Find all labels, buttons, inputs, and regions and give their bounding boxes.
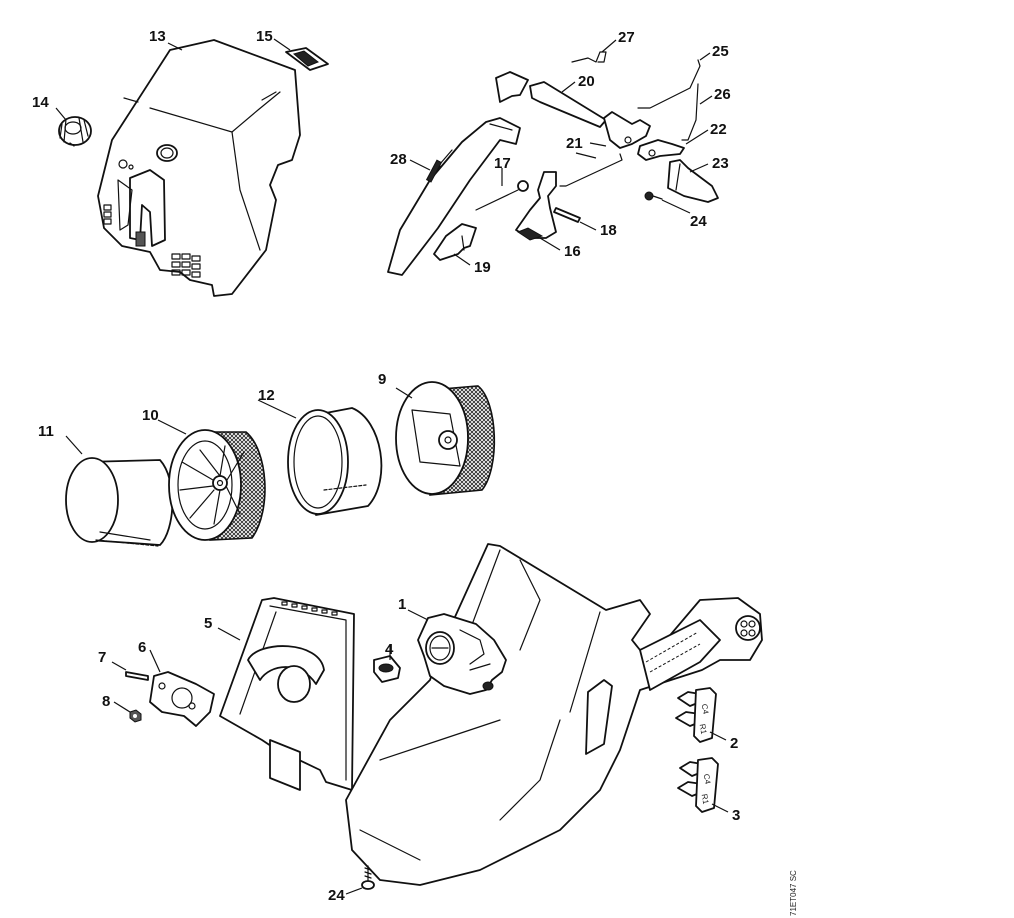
label-17[interactable]: 17: [494, 155, 511, 172]
part-12-filter-sleeve[interactable]: [287, 407, 383, 516]
part-3-bracket[interactable]: C4 R1: [677, 757, 719, 813]
label-13[interactable]: 13: [149, 28, 166, 45]
label-9[interactable]: 9: [378, 371, 386, 388]
label-15[interactable]: 15: [256, 28, 273, 45]
part-11-filter-sleeve[interactable]: [65, 457, 174, 547]
part-27-lever[interactable]: [571, 51, 607, 63]
label-19[interactable]: 19: [474, 259, 491, 276]
label-26[interactable]: 26: [714, 86, 731, 103]
part-8-nut[interactable]: [129, 709, 142, 723]
label-10[interactable]: 10: [142, 407, 159, 424]
part-14-twist-lock[interactable]: [58, 116, 92, 147]
part-19-interlock-lever[interactable]: [433, 223, 477, 261]
part-7-spring-pin[interactable]: [125, 671, 149, 681]
part-9-air-filter[interactable]: [395, 381, 496, 496]
part-26-rod[interactable]: [681, 83, 699, 141]
label-6[interactable]: 6: [138, 639, 146, 656]
label-4[interactable]: 4: [385, 641, 394, 658]
part-10-air-filter[interactable]: [168, 429, 266, 541]
label-28[interactable]: 28: [390, 151, 407, 168]
drawing-code: 71ET047 SC: [789, 870, 798, 916]
part-22-lever[interactable]: [637, 139, 685, 161]
part-18-pin[interactable]: [553, 207, 581, 223]
label-16[interactable]: 16: [564, 243, 581, 260]
label-12[interactable]: 12: [258, 387, 275, 404]
bracket-3-code-bottom: R1: [700, 793, 711, 805]
label-22[interactable]: 22: [710, 121, 727, 138]
label-1[interactable]: 1: [398, 596, 406, 613]
leader-lines: [55, 38, 729, 895]
part-21-throttle-rod[interactable]: [559, 111, 651, 187]
label-11[interactable]: 11: [38, 423, 54, 440]
part-20-shaft[interactable]: [495, 71, 607, 128]
label-24-upper[interactable]: 24: [690, 213, 707, 230]
label-2[interactable]: 2: [730, 735, 738, 752]
label-14[interactable]: 14: [32, 94, 49, 111]
part-24-screw-lower[interactable]: [361, 865, 375, 890]
part-5-baffle[interactable]: [219, 597, 355, 791]
label-18[interactable]: 18: [600, 222, 617, 239]
label-23[interactable]: 23: [712, 155, 729, 172]
label-20[interactable]: 20: [578, 73, 595, 90]
part-17-torsion-spring[interactable]: [475, 180, 529, 211]
part-23-guard[interactable]: [667, 159, 719, 203]
part-16-throttle-trigger[interactable]: [515, 171, 557, 241]
bracket-3-code-top: C4: [702, 773, 713, 785]
part-13-shroud[interactable]: [97, 39, 301, 297]
label-8[interactable]: 8: [102, 693, 110, 710]
label-24-lower[interactable]: 24: [328, 887, 345, 904]
part-6-choke-housing[interactable]: [149, 671, 215, 727]
label-25[interactable]: 25: [712, 43, 729, 60]
part-2-bracket[interactable]: C4 R1: [675, 687, 717, 743]
part-1-carburetor[interactable]: [417, 613, 507, 695]
label-5[interactable]: 5: [204, 615, 212, 632]
label-21[interactable]: 21: [566, 135, 583, 152]
part-15-cover[interactable]: [285, 47, 329, 71]
bracket-2-code-bottom: R1: [698, 723, 709, 735]
label-27[interactable]: 27: [618, 29, 635, 46]
part-25-rod[interactable]: [637, 59, 701, 109]
part-labels: 13 15 14 27 25 26 20 22 23 24 21 28 17 1…: [32, 28, 740, 904]
bracket-2-code-top: C4: [700, 703, 711, 715]
label-7[interactable]: 7: [98, 649, 106, 666]
label-3[interactable]: 3: [732, 807, 740, 824]
part-28-handle-molding[interactable]: [387, 117, 521, 276]
part-24-screw-upper[interactable]: [644, 191, 663, 201]
part-4-grommet[interactable]: [373, 655, 401, 683]
